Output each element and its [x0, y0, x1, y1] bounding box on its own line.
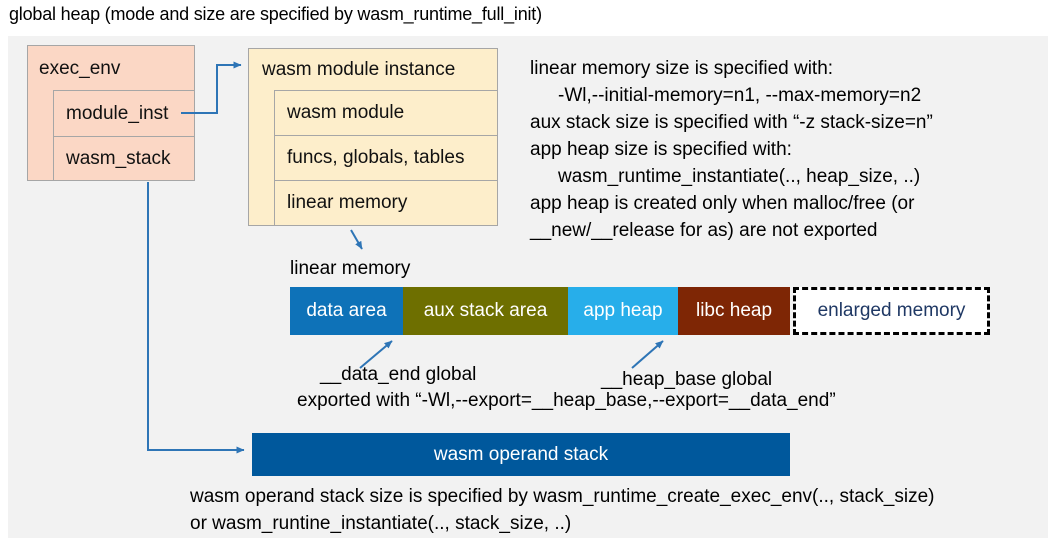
wasm-operand-stack-bar: wasm operand stack: [252, 433, 790, 476]
segment-aux-stack-area: aux stack area: [403, 287, 568, 335]
module-instance-field-linear-memory: linear memory: [274, 180, 498, 226]
operand-stack-notes: wasm operand stack size is specified by …: [190, 483, 935, 537]
segment-app-heap: app heap: [568, 287, 678, 335]
note-line: app heap is created only when malloc/fre…: [530, 193, 915, 214]
wasm-operand-stack-label: wasm operand stack: [433, 443, 609, 465]
linker-notes: linear memory size is specified with: -W…: [530, 55, 933, 244]
segment-data-area-label: data area: [306, 300, 387, 321]
module-instance-title: wasm module instance: [262, 59, 456, 80]
wasm-module-label: wasm module: [287, 102, 405, 123]
segment-enlarged-memory: enlarged memory: [793, 287, 990, 335]
linear-memory-bar-label: linear memory: [290, 258, 411, 279]
data-end-global-label: __data_end global: [320, 364, 477, 385]
note-line: app heap size is specified with:: [530, 139, 792, 160]
diagram-title: global heap (mode and size are specified…: [9, 4, 542, 24]
funcs-globals-tables-label: funcs, globals, tables: [287, 147, 465, 168]
segment-libc-heap: libc heap: [678, 287, 790, 335]
note-line: wasm_runtime_instantiate(.., heap_size, …: [558, 166, 921, 187]
note-line: linear memory size is specified with:: [530, 58, 834, 79]
note-line: __new/__release for as) are not exported: [530, 220, 878, 241]
segment-libc-heap-label: libc heap: [695, 300, 773, 321]
note-line: aux stack size is specified with “-z sta…: [530, 112, 933, 133]
linear-memory-field-label: linear memory: [287, 192, 408, 213]
module-instance-field-funcs-globals-tables: funcs, globals, tables: [274, 135, 498, 181]
export-note: exported with “-Wl,--export=__heap_base,…: [297, 390, 836, 411]
wasm-stack-label: wasm_stack: [66, 147, 171, 169]
exec-env-title: exec_env: [39, 57, 121, 79]
note-line: or wasm_runtine_instantiate(.., stack_si…: [190, 513, 572, 534]
note-line: wasm operand stack size is specified by …: [190, 486, 935, 507]
heap-base-global-label: __heap_base global: [601, 369, 773, 390]
segment-app-heap-label: app heap: [583, 300, 663, 321]
exec-env-field-wasm-stack: wasm_stack: [53, 136, 195, 181]
note-line: -Wl,--initial-memory=n1, --max-memory=n2: [558, 85, 922, 106]
segment-enlarged-memory-label: enlarged memory: [817, 300, 966, 321]
module-inst-label: module_inst: [66, 102, 169, 124]
exec-env-field-module-inst: module_inst: [53, 90, 195, 137]
segment-data-area: data area: [290, 287, 403, 335]
module-instance-field-wasm-module: wasm module: [274, 90, 498, 136]
segment-aux-stack-area-label: aux stack area: [423, 300, 548, 321]
